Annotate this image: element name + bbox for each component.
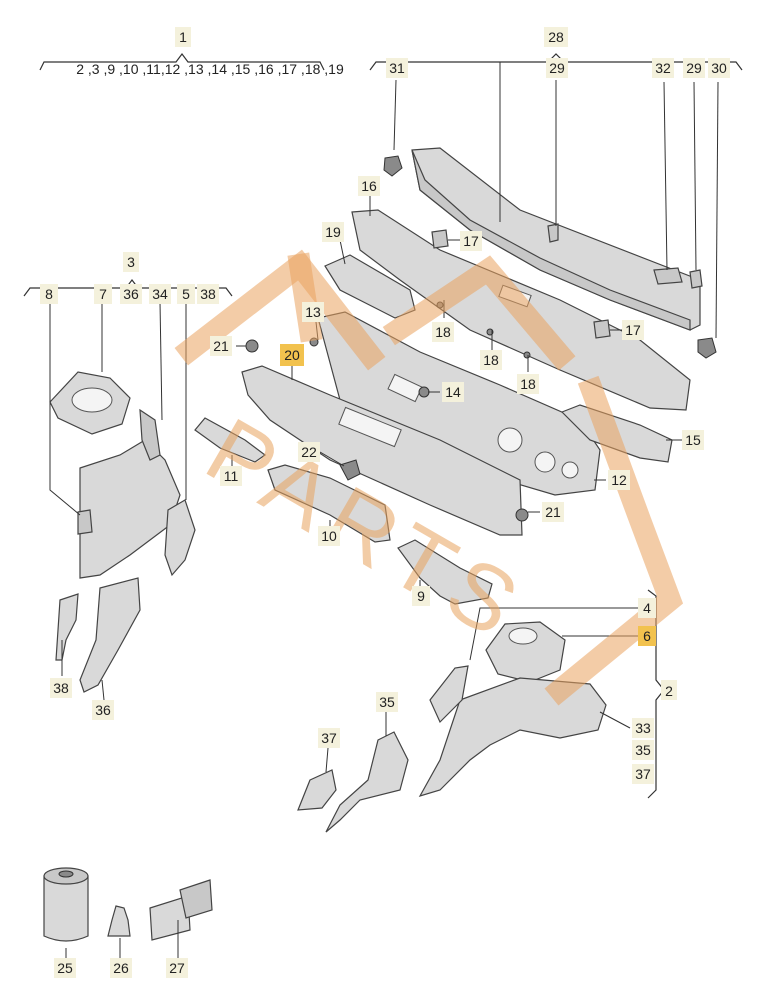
callout-6: 6: [643, 628, 651, 644]
callout-19: 19: [325, 224, 341, 240]
callout-38-b: 38: [53, 680, 69, 696]
group-1-number: 1: [179, 29, 187, 45]
callout-17-b: 17: [625, 322, 641, 338]
grommet-part: [107, 905, 131, 937]
callout-18-a: 18: [435, 324, 451, 340]
bracket-4-part: [429, 665, 469, 724]
group-2-bracket: 2: [647, 589, 677, 799]
callout-18-c: 18: [520, 376, 536, 392]
callout-labels: 31 29 32 29 30 16 17 19 18 18 18 17 13 2…: [40, 58, 730, 978]
callout-36-b: 36: [95, 702, 111, 718]
bracket-9-part: [397, 539, 493, 605]
callout-15: 15: [685, 432, 701, 448]
callout-36: 36: [123, 286, 139, 302]
callout-33: 33: [635, 720, 651, 736]
callout-38: 38: [200, 286, 216, 302]
callout-29-right: 29: [686, 60, 702, 76]
callout-14: 14: [445, 384, 461, 400]
group-28-number: 28: [548, 29, 564, 45]
callout-34: 34: [152, 286, 168, 302]
bracket-11-part: [194, 417, 267, 463]
apron-33-part: [418, 677, 607, 797]
crossmember-lower-part: [267, 464, 391, 543]
callout-26: 26: [113, 960, 129, 976]
wheelhouse-left-part: [77, 408, 181, 579]
callout-37-b: 37: [321, 730, 337, 746]
callout-25: 25: [57, 960, 73, 976]
callout-4: 4: [643, 600, 651, 616]
callout-16: 16: [361, 178, 377, 194]
apron-lower-left-part: [55, 577, 141, 693]
leader-lines: [49, 62, 719, 958]
panel-37-part: [297, 769, 337, 811]
callout-31: 31: [389, 60, 405, 76]
callout-27: 27: [169, 960, 185, 976]
group-28-bracket: 28: [369, 27, 743, 71]
callout-35: 35: [635, 742, 651, 758]
strut-cap-part: [49, 371, 131, 435]
callout-32: 32: [655, 60, 671, 76]
callout-11: 11: [224, 468, 239, 484]
group-1-members: 2 ,3 ,9 ,10 ,11,12 ,13 ,14 ,15 ,16 ,17 ,…: [76, 61, 344, 77]
callout-20-highlighted: 20: [284, 347, 300, 363]
plenum-panel-part: [241, 365, 523, 536]
callout-22: 22: [301, 444, 317, 460]
callout-12: 12: [611, 472, 627, 488]
panel-38-part: [164, 499, 196, 577]
callout-5: 5: [182, 286, 190, 302]
panel-35-part: [325, 731, 409, 833]
fasteners: [245, 155, 717, 522]
group-3-bracket: 3: [23, 252, 233, 297]
callout-18-b: 18: [483, 352, 499, 368]
callout-7: 7: [99, 286, 107, 302]
callout-17: 17: [463, 233, 479, 249]
callout-9: 9: [417, 588, 425, 604]
callout-8: 8: [45, 286, 53, 302]
callout-21-b: 21: [545, 504, 561, 520]
callout-21: 21: [213, 338, 229, 354]
callout-37: 37: [635, 766, 651, 782]
callout-10: 10: [321, 528, 337, 544]
pad-part: [149, 879, 213, 941]
group-3-number: 3: [127, 254, 135, 270]
mount-6-part: [485, 621, 566, 683]
callout-29: 29: [549, 60, 565, 76]
sealant-can-part: [43, 867, 89, 942]
group-1-bracket: 1 2 ,3 ,9 ,10 ,11,12 ,13 ,14 ,15 ,16 ,17…: [39, 27, 344, 77]
group-2-number: 2: [665, 683, 673, 699]
callout-35-b: 35: [379, 694, 395, 710]
callout-30: 30: [711, 60, 727, 76]
dash-panel-part: [317, 311, 601, 496]
callout-13: 13: [305, 304, 321, 320]
